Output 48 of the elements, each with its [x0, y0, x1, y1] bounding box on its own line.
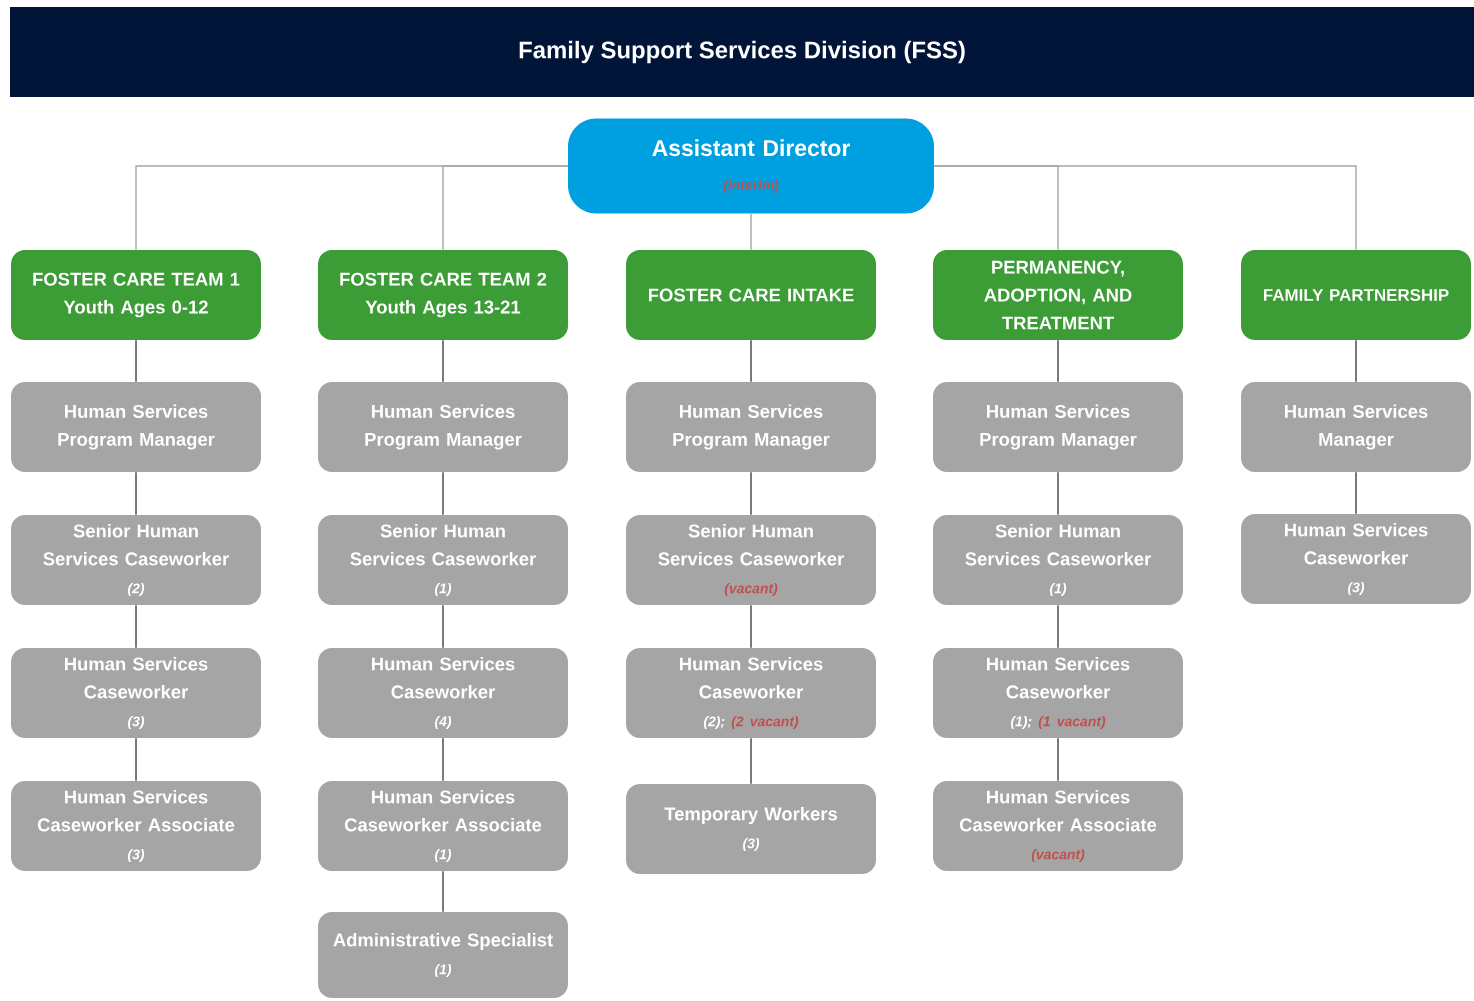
team-header-box: FOSTER CARE INTAKE [626, 250, 876, 340]
connector-line [442, 471, 444, 516]
position-box: Human Services Caseworker Associate (1) [318, 781, 568, 871]
position-box: Human Services Caseworker (2); (2 vacant) [626, 648, 876, 738]
position-box: Human Services Caseworker (3) [11, 648, 261, 738]
position-box: Senior Human Services Caseworker (1) [318, 515, 568, 605]
connector-line [1057, 737, 1059, 782]
connector-line [135, 339, 137, 383]
connector-line [442, 870, 444, 913]
director-box: Assistant Director (interim) [568, 118, 934, 214]
position-box: Senior Human Services Caseworker (vacant) [626, 515, 876, 605]
connector-line [442, 339, 444, 383]
connector-line [1057, 339, 1059, 383]
position-box: Human Services Caseworker (4) [318, 648, 568, 738]
position-box: Senior Human Services Caseworker (1) [933, 515, 1183, 605]
connector-line [750, 737, 752, 785]
position-box: Human Services Program Manager [318, 382, 568, 472]
connector-line [1057, 604, 1059, 649]
position-box: Human Services Program Manager [626, 382, 876, 472]
team-header-box: FOSTER CARE TEAM 2 Youth Ages 13-21 [318, 250, 568, 340]
position-box: Human Services Caseworker Associate (vacant) [933, 781, 1183, 871]
position-box: Temporary Workers (3) [626, 784, 876, 874]
position-box: Senior Human Services Caseworker (2) [11, 515, 261, 605]
connector-line [750, 604, 752, 649]
connector-line [135, 737, 137, 782]
position-box: Administrative Specialist (1) [318, 912, 568, 998]
connector-line [135, 604, 137, 649]
connector-line [442, 165, 569, 251]
connector-line [933, 165, 1357, 251]
connector-line [750, 213, 752, 251]
position-box: Human Services Caseworker (3) [1241, 514, 1471, 604]
connector-line [135, 471, 137, 516]
connector-line [442, 737, 444, 782]
title-banner: Family Support Services Division (FSS) [10, 7, 1474, 97]
connector-line [1057, 471, 1059, 516]
position-box: Human Services Manager [1241, 382, 1471, 472]
position-box: Human Services Caseworker (1); (1 vacant) [933, 648, 1183, 738]
connector-line [1355, 471, 1357, 515]
team-header-box: FOSTER CARE TEAM 1 Youth Ages 0-12 [11, 250, 261, 340]
team-header-box: FAMILY PARTNERSHIP [1241, 250, 1471, 340]
position-box: Human Services Program Manager [933, 382, 1183, 472]
connector-line [1355, 339, 1357, 383]
team-header-box: PERMANENCY, ADOPTION, AND TREATMENT [933, 250, 1183, 340]
position-box: Human Services Caseworker Associate (3) [11, 781, 261, 871]
connector-line [442, 604, 444, 649]
connector-line [750, 471, 752, 516]
connector-line [750, 339, 752, 383]
position-box: Human Services Program Manager [11, 382, 261, 472]
